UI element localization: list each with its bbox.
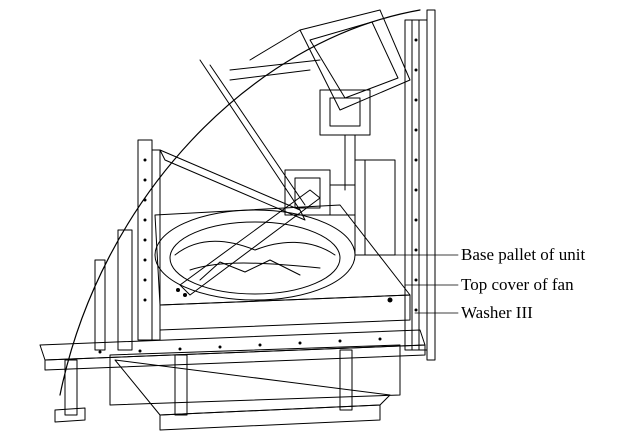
fan-top-cover <box>154 209 356 301</box>
base-pallet <box>154 204 411 331</box>
label-washer: Washer III <box>461 303 533 322</box>
left-frame-posts <box>94 139 161 351</box>
cutaway-arc <box>59 9 421 396</box>
callout-leaders <box>369 254 459 314</box>
bottom-frame <box>54 349 391 431</box>
motor-bracket <box>284 89 396 256</box>
label-top-cover: Top cover of fan <box>461 275 574 294</box>
label-base-pallet: Base pallet of unit <box>461 245 586 264</box>
frame-bolts <box>98 38 418 354</box>
lower-rails <box>39 329 426 406</box>
top-slanted-panel <box>229 9 411 111</box>
right-frame-column <box>404 9 436 361</box>
